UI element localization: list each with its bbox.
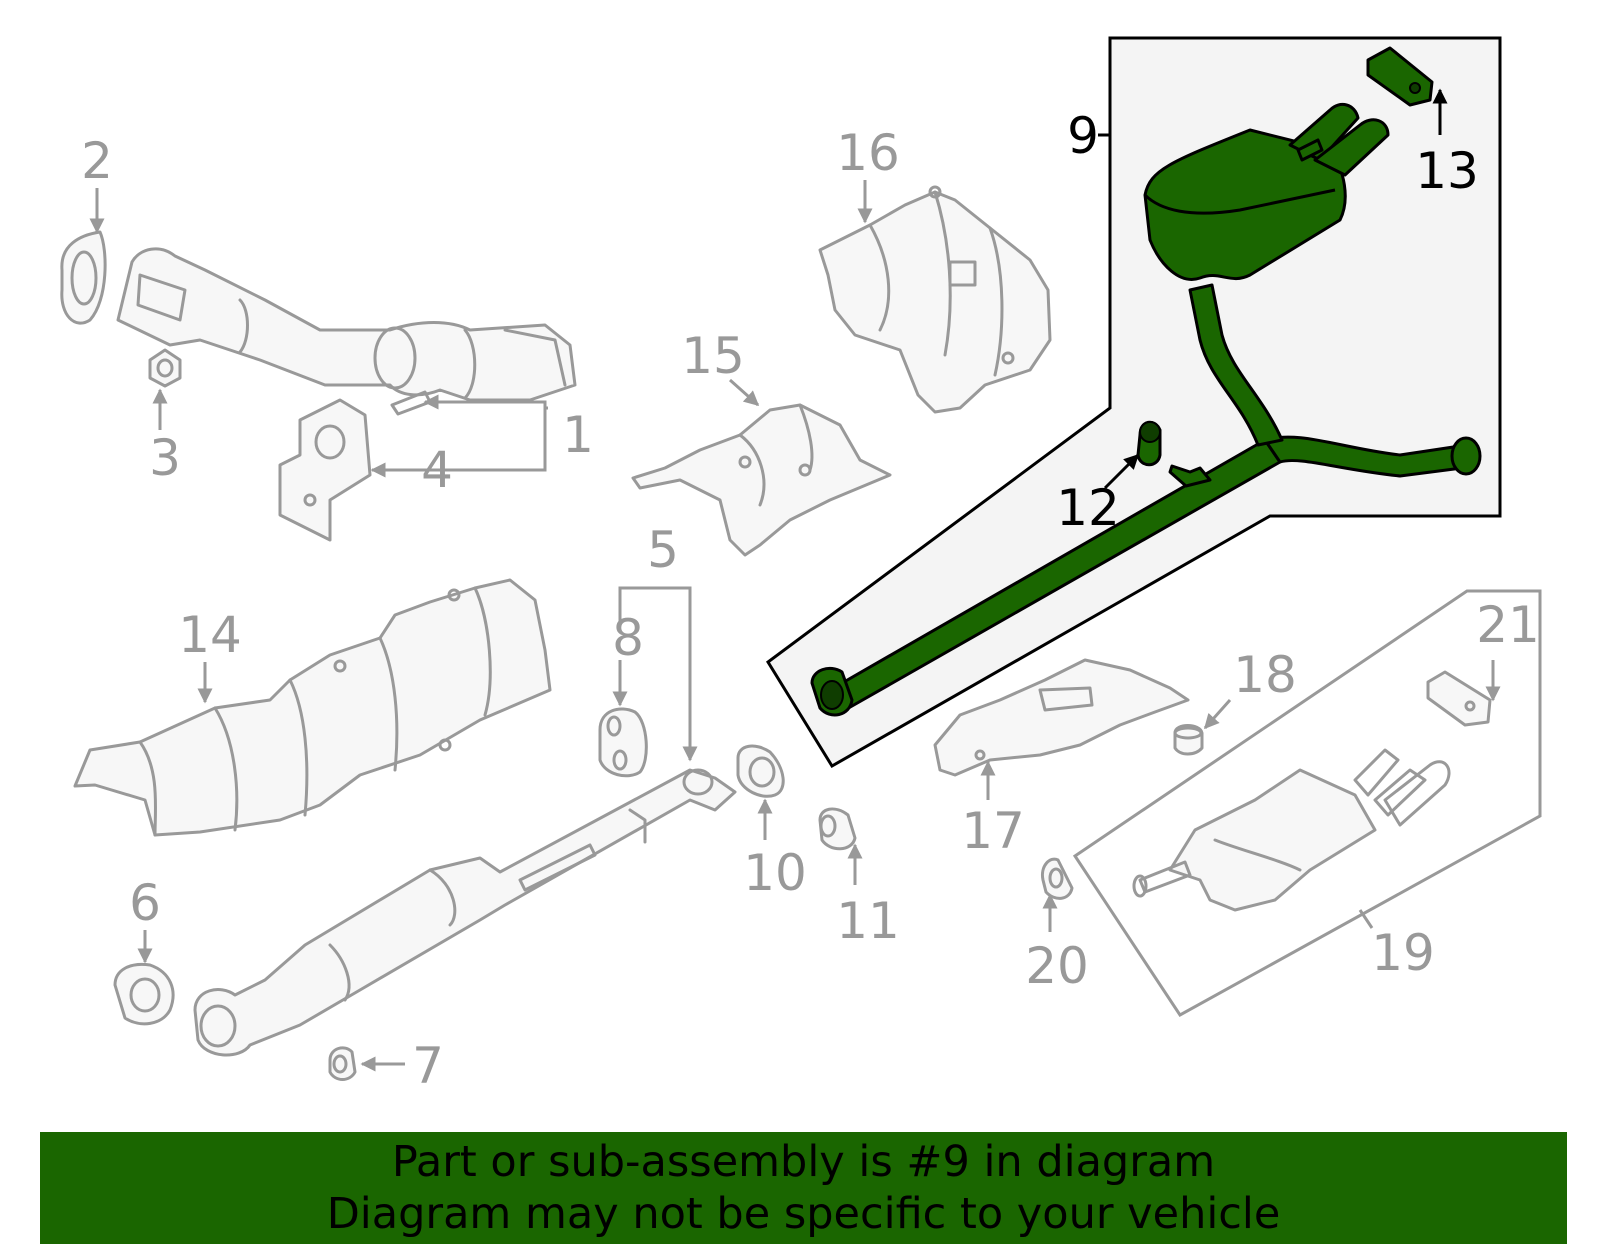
label-13: 13 [1415,142,1479,200]
part-12-hanger-insulator[interactable] [1136,420,1212,488]
part-1-front-pipe[interactable] [116,247,577,416]
banner-line-1: Part or sub-assembly is #9 in diagram [391,1137,1216,1187]
label-2: 2 [81,132,113,190]
part-16-heat-shield[interactable] [818,185,1052,414]
part-19-rear-muffler[interactable] [1072,589,1542,1017]
part-13-bracket[interactable] [1366,46,1434,107]
label-6: 6 [129,874,161,932]
part-3-nut[interactable] [148,348,182,388]
label-10: 10 [743,844,807,902]
banner-line-2: Diagram may not be specific to your vehi… [326,1189,1281,1239]
part-2-gasket[interactable] [60,230,107,325]
part-17-heat-shield[interactable] [933,658,1190,777]
label-18: 18 [1233,646,1297,704]
label-21: 21 [1476,596,1540,654]
label-15: 15 [681,327,745,385]
label-7: 7 [412,1037,444,1095]
label-1: 1 [562,406,594,464]
label-19: 19 [1371,924,1435,982]
label-8: 8 [612,609,644,667]
label-5: 5 [647,521,679,579]
part-7-nut[interactable] [328,1046,357,1081]
part-20-gasket[interactable] [1040,857,1074,900]
part-18-insulator[interactable] [1173,724,1204,756]
label-14: 14 [178,606,242,664]
label-4: 4 [421,441,453,499]
part-15-heat-shield[interactable] [631,403,892,557]
part-4-mount-bracket[interactable] [278,398,372,542]
label-9: 9 [1067,107,1099,165]
part-14-heat-shield[interactable] [73,578,552,837]
label-12: 12 [1056,479,1120,537]
part-11-insulator[interactable] [818,807,857,851]
part-6-gasket[interactable] [113,962,175,1026]
part-21-bracket[interactable] [1426,670,1492,727]
label-11: 11 [836,892,900,950]
label-16: 16 [836,124,900,182]
leader-lines [89,88,1501,1072]
part-5-center-pipe[interactable] [193,768,737,1057]
part-9-rear-muffler-assembly[interactable] [810,102,1482,717]
label-17: 17 [961,802,1025,860]
label-3: 3 [149,429,181,487]
part-8-hanger-insulator[interactable] [598,707,648,778]
info-banner: Part or sub-assembly is #9 in diagram Di… [40,1132,1567,1244]
part-10-gasket[interactable] [736,744,785,798]
label-20: 20 [1025,937,1089,995]
